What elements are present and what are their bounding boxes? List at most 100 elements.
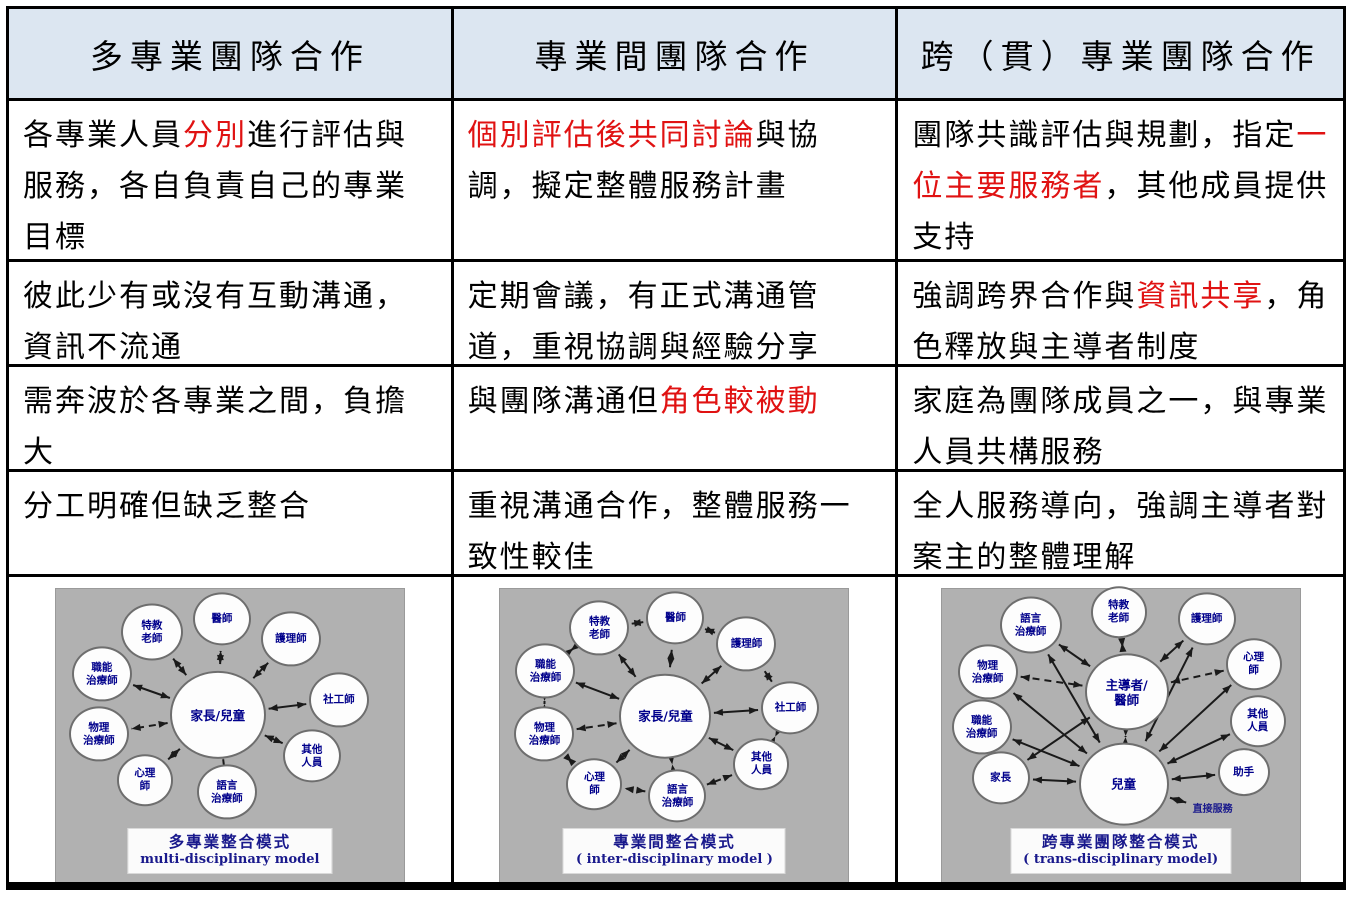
- table-cell: 個別評估後共同討論與協調，擬定整體服務計畫: [453, 101, 899, 262]
- diagram-trans-disciplinary-model: 語言 治療師特教 老師護理師物理 治療師心理 師職能 治療師其他 人員家長助手主…: [940, 586, 1301, 882]
- diagram-arrows-layer: [541, 619, 783, 794]
- diagram-node: 社工師: [761, 681, 820, 735]
- arrowhead: [131, 723, 141, 731]
- cell-text: 進行評估與服務，各自負責自己的專業目標: [23, 118, 407, 255]
- table-cell: 需奔波於各專業之間，負擔大: [9, 367, 454, 472]
- cell-text: 重視溝通合作，整體服務一致性較佳: [467, 489, 852, 575]
- diagram-node: 護理師: [260, 611, 321, 667]
- arrowhead: [724, 742, 734, 751]
- diagram-node: 特教 老師: [1090, 586, 1147, 638]
- diagram-node: 職能 治療師: [515, 643, 576, 699]
- cell-text: ，其他成員提供支持: [912, 169, 1329, 255]
- diagram-center-node: 主導者/ 醫師: [1084, 653, 1169, 731]
- arrowhead: [722, 774, 733, 782]
- table-cell: 團隊共識評估與規劃，指定一位主要服務者，其他成員提供支持: [898, 101, 1343, 262]
- diagram-node: 醫師: [192, 592, 251, 646]
- arrowhead: [1066, 777, 1076, 785]
- arrowhead: [1027, 751, 1037, 760]
- arrowhead: [714, 708, 724, 716]
- diagram-arrow: [1144, 647, 1194, 742]
- diagram-node: 語言 治療師: [196, 764, 257, 820]
- arrowhead: [564, 648, 574, 657]
- arrowhead: [702, 674, 712, 684]
- arrowhead: [170, 748, 180, 758]
- diagram-node: 心理 師: [1225, 638, 1282, 690]
- diagram-node: 心理 師: [116, 754, 173, 806]
- arrowhead: [1213, 669, 1224, 677]
- arrowhead: [616, 753, 626, 763]
- arrowhead: [1080, 658, 1090, 667]
- arrowhead: [268, 704, 278, 712]
- arrowhead: [216, 654, 224, 665]
- arrowhead: [619, 654, 628, 664]
- diagram-arrow: [1020, 675, 1083, 687]
- arrowhead: [765, 671, 774, 681]
- arrowhead: [132, 684, 143, 692]
- diagram-node: 特教 老師: [120, 603, 183, 661]
- arrowhead: [1047, 654, 1056, 664]
- diagram-node: 家長: [971, 751, 1030, 805]
- column-header-inter: 專業間團隊合作: [453, 9, 899, 101]
- arrowhead: [259, 662, 268, 672]
- table-cell: 定期會議，有正式溝通管道，重視協調與經驗分享: [453, 262, 899, 367]
- cell-text: 團隊共識評估與規劃，指定: [912, 118, 1297, 153]
- arrowhead: [749, 707, 759, 715]
- diagram-caption-en: ( inter-disciplinary model ): [576, 852, 773, 868]
- arrowhead: [667, 657, 675, 668]
- table-cell: 全人服務導向，強調主導者對案主的整體理解: [898, 472, 1343, 577]
- column-header-multi: 多專業團隊合作: [9, 9, 454, 101]
- table-cell: 家庭為團隊成員之一，與專業人員共構服務: [898, 367, 1343, 472]
- comparison-table: 多專業團隊合作 專業間團隊合作 跨（貫）專業團隊合作 各專業人員分別進行評估與服…: [6, 6, 1346, 890]
- arrowhead: [625, 786, 635, 794]
- diagram-cell: 特教 老師醫師護理師社工師其他 人員語言 治療師心理 師物理 治療師職能 治療師…: [454, 577, 899, 882]
- diagram-arrow: [1158, 684, 1232, 753]
- arrowhead: [576, 682, 587, 690]
- arrowhead: [1176, 796, 1186, 804]
- cell-text: ，角色釋放與主導者制度: [912, 279, 1329, 365]
- diagram-center-node: 兒童: [1078, 742, 1169, 826]
- arrowhead: [636, 786, 646, 794]
- diagram-arrow: [1012, 692, 1088, 755]
- arrowhead: [571, 642, 581, 651]
- diagram-node: 職能 治療師: [951, 699, 1012, 755]
- arrowhead: [1119, 642, 1127, 653]
- diagram-cell: 語言 治療師特教 老師護理師物理 治療師心理 師職能 治療師其他 人員家長助手主…: [898, 577, 1343, 882]
- arrowhead: [1174, 640, 1184, 650]
- diagram-caption-zh: 多專業整合模式: [168, 832, 292, 851]
- table-cell: 分工明確但缺乏整合: [9, 472, 454, 577]
- table-cell: 各專業人員分別進行評估與服務，各自負責自己的專業目標: [9, 101, 454, 262]
- diagram-caption: 跨專業團隊整合模式( trans-disciplinary model): [1010, 828, 1232, 875]
- diagram-arrow: [1170, 669, 1224, 684]
- arrowhead: [667, 649, 675, 660]
- arrowhead: [707, 778, 718, 785]
- arrowhead: [1167, 756, 1177, 764]
- arrowhead: [607, 721, 618, 728]
- diagram-arrows-layer: [131, 650, 307, 776]
- diagram-node: 物理 治療師: [68, 706, 129, 762]
- arrowhead: [177, 665, 187, 676]
- arrowhead: [632, 619, 642, 626]
- highlight-red-text: 分別: [183, 118, 247, 153]
- arrowhead: [264, 735, 275, 743]
- diagram-node: 語言 治療師: [648, 769, 707, 823]
- arrowhead: [1069, 759, 1080, 767]
- arrowhead: [1013, 692, 1023, 702]
- cell-text: 分工明確但缺乏整合: [23, 489, 311, 524]
- diagram-arrow: [1011, 738, 1080, 768]
- diagram-node: 職能 治療師: [71, 646, 132, 702]
- arrowhead: [1171, 774, 1181, 782]
- diagram-node: 物理 治療師: [514, 706, 575, 762]
- cell-text: 家庭為團隊成員之一，與專業人員共構服務: [912, 384, 1329, 470]
- cell-text: 彼此少有或沒有互動溝通，資訊不流通: [23, 279, 407, 365]
- cell-text: 與協調，擬定整體服務計畫: [467, 118, 820, 204]
- column-header-trans: 跨（貫）專業團隊合作: [898, 9, 1343, 101]
- arrowhead: [609, 692, 620, 699]
- diagram-caption-en: ( trans-disciplinary model): [1023, 852, 1219, 868]
- diagram-node: 其他 人員: [1229, 695, 1286, 747]
- table-cell: 彼此少有或沒有互動溝通，資訊不流通: [9, 262, 454, 367]
- arrowhead: [1077, 745, 1087, 754]
- arrowhead: [160, 691, 170, 699]
- table-cell: 強調跨界合作與資訊共享，角色釋放與主導者制度: [898, 262, 1343, 367]
